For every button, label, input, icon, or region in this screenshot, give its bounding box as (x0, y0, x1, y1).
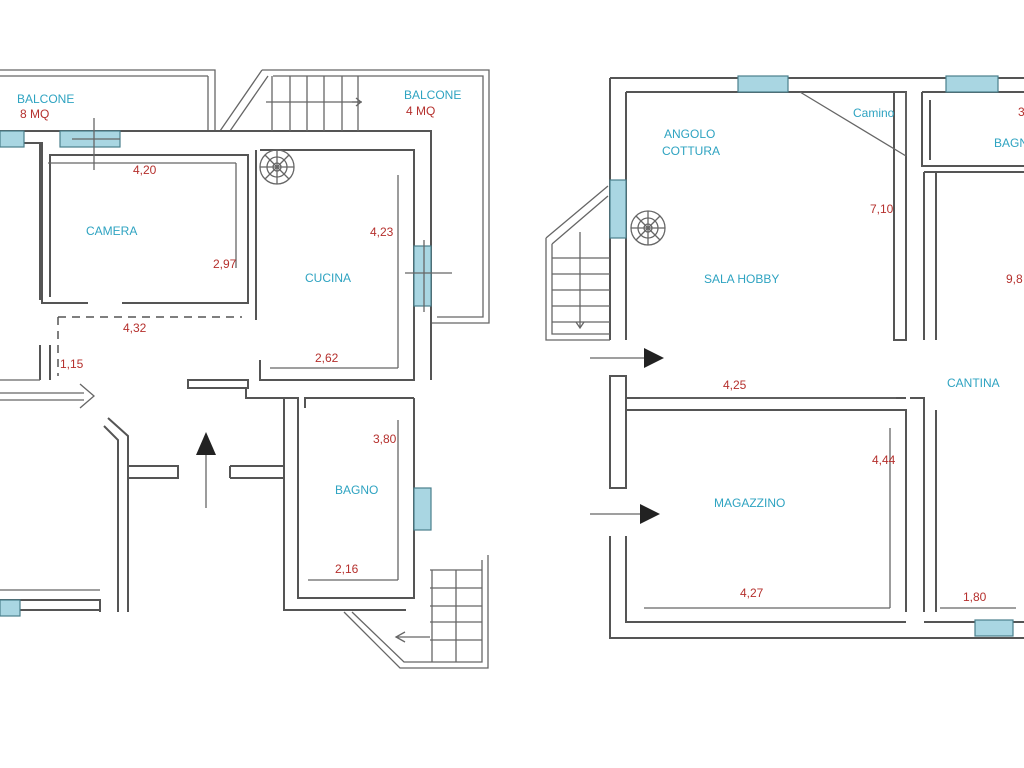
window-icon (974, 619, 1014, 637)
window-icon (0, 130, 25, 148)
cantina-width: 1,80 (963, 590, 987, 604)
balcone-left-name: BALCONE (17, 92, 74, 106)
cucina-label: CUCINA (305, 271, 351, 285)
corridor-width: 4,32 (123, 321, 147, 335)
magazzino-label: MAGAZZINO (714, 496, 785, 510)
balcone-right-area: 4 MQ (406, 104, 435, 118)
spiral-staircase-icon (630, 210, 666, 246)
bagno2-dim: 3 (1018, 105, 1024, 119)
window-icon (413, 245, 432, 307)
balcone-left-area: 8 MQ (20, 107, 49, 121)
camera-label: CAMERA (86, 224, 137, 238)
cucina-depth: 4,23 (370, 225, 394, 239)
magazzino-width: 4,27 (740, 586, 764, 600)
cucina-width: 2,62 (315, 351, 339, 365)
magazzino-depth: 4,44 (872, 453, 896, 467)
lower-floor-plan: ANGOLO COTTURA Camino 7,10 SALA HOBBY 4,… (545, 75, 1024, 639)
angolo-label-2: COTTURA (662, 144, 720, 158)
balcone-right-name: BALCONE (404, 88, 461, 102)
bagno2-label: BAGN (994, 136, 1024, 150)
camera-depth: 2,97 (213, 257, 237, 271)
window-icon (737, 75, 789, 93)
angolo-label-1: ANGOLO (664, 127, 715, 141)
bagno-depth: 3,80 (373, 432, 397, 446)
window-icon (945, 75, 999, 93)
window-icon (609, 179, 627, 239)
bagno-label: BAGNO (335, 483, 378, 497)
entrance-arrow-icon (644, 348, 664, 368)
entrance-arrow-icon (196, 432, 216, 455)
sala-hobby-depth: 7,10 (870, 202, 894, 216)
cantina-depth: 9,8 (1006, 272, 1023, 286)
sala-hobby-label: SALA HOBBY (704, 272, 779, 286)
bagno-width: 2,16 (335, 562, 359, 576)
window-icon (413, 487, 432, 531)
camera-width: 4,20 (133, 163, 157, 177)
entrance-arrow-icon (640, 504, 660, 524)
hall-depth: 1,15 (60, 357, 84, 371)
spiral-staircase-icon (259, 149, 295, 185)
camino-label: Camino (853, 106, 895, 120)
window-icon (0, 599, 21, 617)
sala-hobby-width: 4,25 (723, 378, 747, 392)
cantina-label: CANTINA (947, 376, 1000, 390)
ground-floor-plan: BALCONE 8 MQ BALCONE 4 MQ CAMERA 4,20 2,… (0, 69, 490, 669)
